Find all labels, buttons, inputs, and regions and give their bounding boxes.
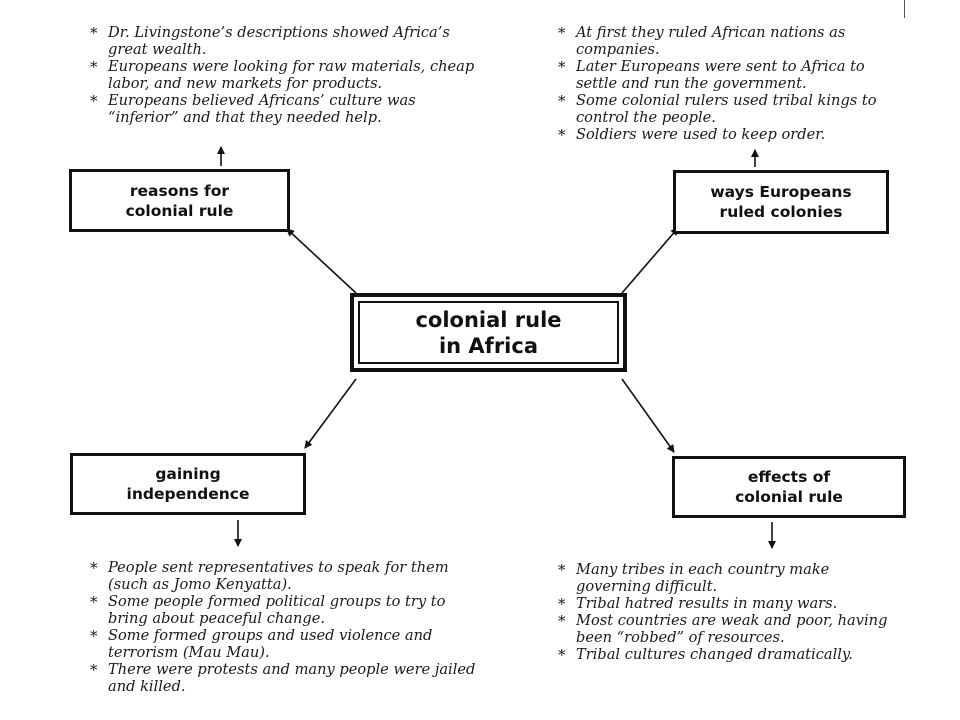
reasons-label: reasons for colonial rule — [125, 181, 234, 220]
effects-note: Tribal cultures changed dramatically. — [556, 646, 901, 664]
gaining-box: gaining independence — [70, 453, 306, 515]
effects-note: Tribal hatred results in many wars. — [556, 595, 901, 613]
reasons-note: Dr. Livingstone’s descriptions showed Af… — [88, 24, 488, 58]
effects-notes: Many tribes in each country make governi… — [556, 561, 901, 664]
reasons-box: reasons for colonial rule — [69, 169, 290, 232]
gaining-note: There were protests and many people were… — [88, 661, 488, 695]
gaining-label: gaining independence — [126, 465, 250, 503]
ways-note: At first they ruled African nations as c… — [556, 24, 901, 58]
page-edge-line — [904, 0, 905, 18]
center-box-inner: colonial rule in Africa — [358, 301, 619, 364]
center-box: colonial rule in Africa — [350, 293, 627, 372]
effects-note: Most countries are weak and poor, having… — [556, 612, 901, 646]
gaining-note: People sent representatives to speak for… — [88, 559, 488, 593]
effects-note: Many tribes in each country make governi… — [556, 561, 901, 595]
ways-label: ways Europeans ruled colonies — [710, 183, 852, 221]
gaining-note: Some people formed political groups to t… — [88, 593, 488, 627]
connector-to-reasons — [286, 228, 357, 294]
gaining-note: Some formed groups and used violence and… — [88, 627, 488, 661]
ways-box: ways Europeans ruled colonies — [673, 170, 889, 234]
ways-note: Some colonial rulers used tribal kings t… — [556, 92, 901, 126]
connector-to-gaining — [304, 378, 357, 449]
ways-notes: At first they ruled African nations as c… — [556, 24, 901, 144]
connector-to-effects — [621, 378, 675, 453]
ways-note: Soldiers were used to keep order. — [556, 126, 901, 144]
effects-label: effects of colonial rule — [735, 468, 843, 506]
connector-to-ways — [621, 227, 679, 294]
ways-note: Later Europeans were sent to Africa to s… — [556, 58, 901, 92]
effects-box: effects of colonial rule — [672, 456, 906, 518]
reasons-note: Europeans were looking for raw materials… — [88, 58, 488, 92]
center-label: colonial rule in Africa — [415, 307, 562, 358]
reasons-notes: Dr. Livingstone’s descriptions showed Af… — [88, 24, 488, 126]
reasons-note: Europeans believed Africans’ culture was… — [88, 92, 488, 126]
gaining-notes: People sent representatives to speak for… — [88, 559, 488, 695]
